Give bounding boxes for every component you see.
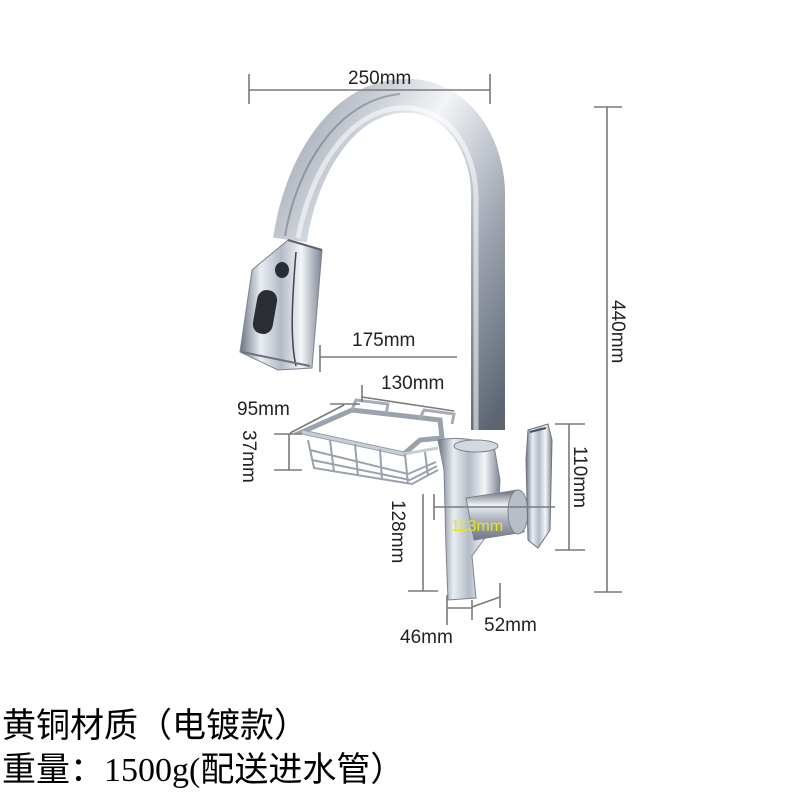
label-128mm: 128mm — [387, 500, 408, 563]
dimension-113mm: 113mm — [433, 494, 555, 535]
label-110mm: 110mm — [569, 446, 590, 508]
label-440mm: 440mm — [607, 300, 628, 363]
spout-arc — [273, 78, 506, 430]
label-37mm: 37mm — [238, 430, 259, 483]
label-175mm: 175mm — [352, 330, 415, 351]
material-caption: 黄铜材质（电镀款） — [2, 708, 308, 745]
dimension-175mm: 175mm — [319, 330, 457, 372]
dimension-110mm: 110mm — [555, 423, 590, 551]
spray-trigger-icon — [252, 290, 278, 334]
faucet-body — [437, 437, 529, 601]
label-130mm: 130mm — [381, 373, 444, 394]
label-95mm: 95mm — [237, 399, 290, 420]
label-250mm: 250mm — [348, 68, 411, 89]
label-113mm: 113mm — [451, 518, 503, 535]
lever-handle — [525, 423, 553, 549]
dimension-440mm: 440mm — [594, 106, 628, 593]
dimension-250mm: 250mm — [248, 68, 491, 104]
spray-head — [239, 239, 323, 371]
dimension-130mm: 130mm — [361, 373, 455, 412]
dimension-95mm: 95mm — [237, 399, 360, 434]
dimension-37mm: 37mm — [238, 430, 302, 483]
dimension-128mm: 128mm — [387, 494, 438, 592]
weight-caption: 重量：1500g(配送进水管） — [2, 752, 405, 789]
soap-basket — [293, 398, 456, 486]
label-52mm: 52mm — [484, 615, 537, 636]
spray-mode-button-icon — [275, 262, 289, 278]
dimension-46mm-52mm: 46mm 52mm — [400, 583, 537, 648]
label-46mm: 46mm — [400, 627, 453, 648]
